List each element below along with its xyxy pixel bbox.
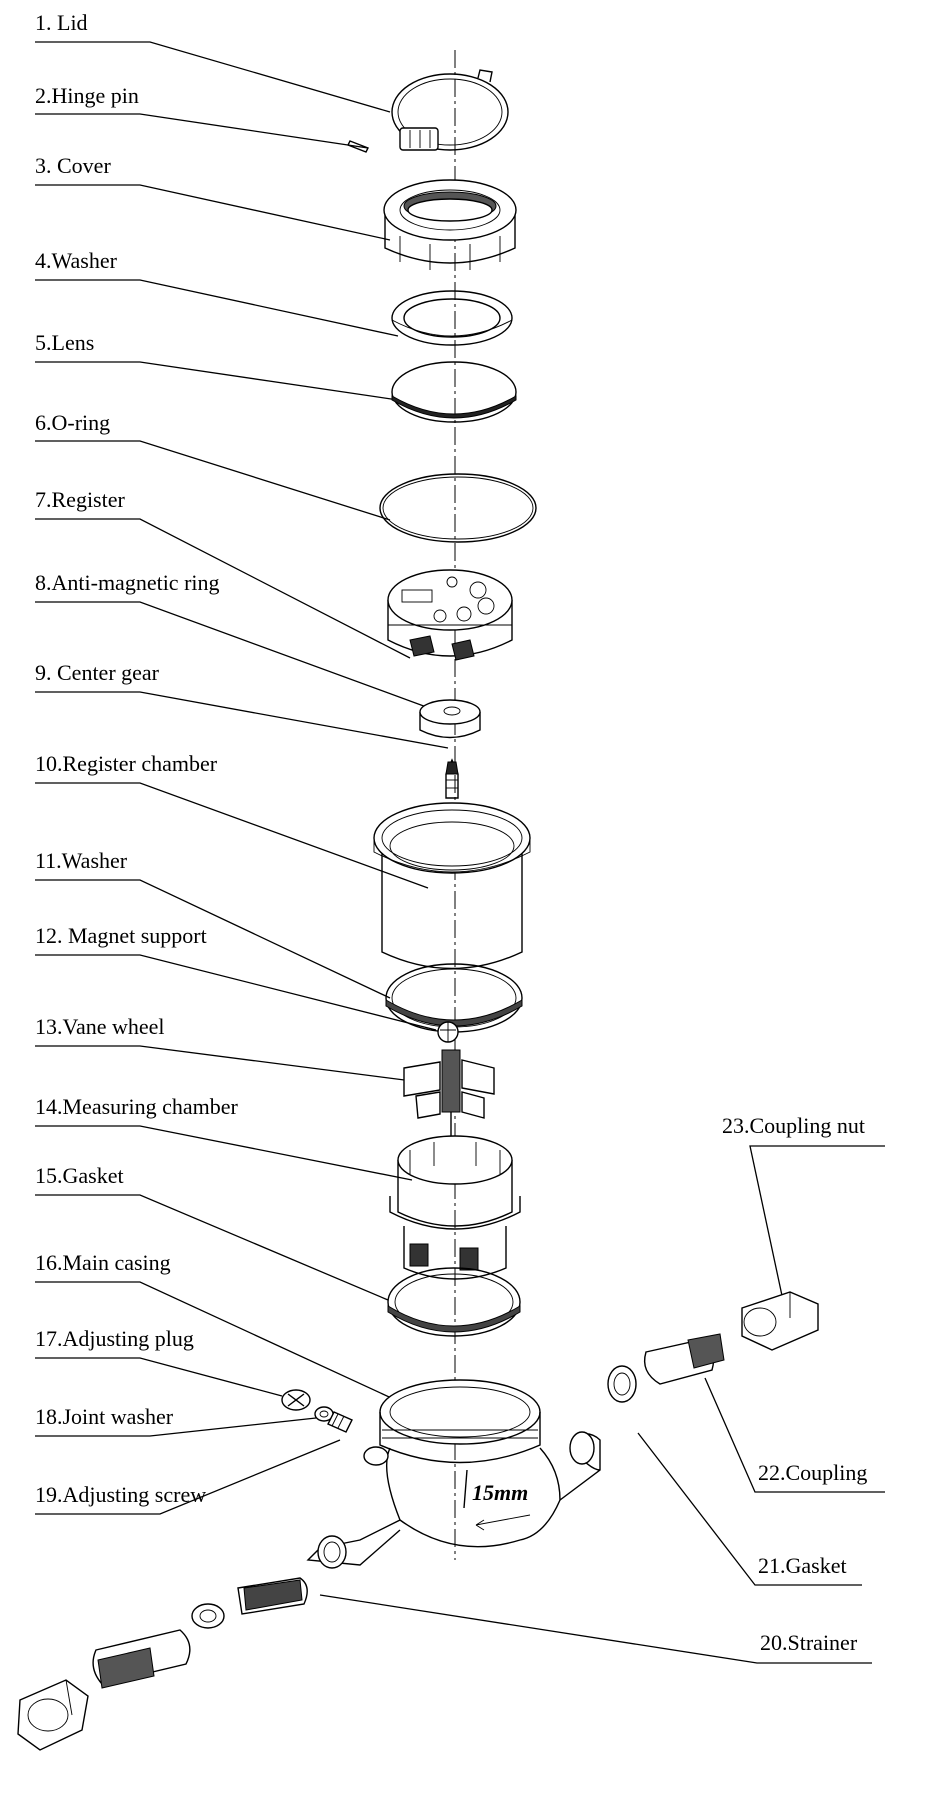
label-group-22: 22.Coupling bbox=[704, 1377, 885, 1493]
label-group-7: 7.Register bbox=[35, 487, 411, 659]
lens-part bbox=[391, 361, 517, 423]
washer-top-part bbox=[391, 290, 513, 346]
label-group-8: 8.Anti-magnetic ring bbox=[35, 570, 441, 713]
label-17: 17.Adjusting plug bbox=[35, 1326, 194, 1351]
lid-part bbox=[391, 69, 509, 151]
coupling-part bbox=[643, 1333, 725, 1385]
vane-wheel-part bbox=[403, 1049, 495, 1140]
register-part bbox=[387, 569, 513, 661]
label-4: 4.Washer bbox=[35, 248, 118, 273]
inlet-assembly bbox=[17, 1535, 347, 1751]
label-23: 23.Coupling nut bbox=[722, 1113, 865, 1138]
label-5: 5.Lens bbox=[35, 330, 94, 355]
label-group-2: 2.Hinge pin bbox=[35, 83, 369, 149]
label-6: 6.O-ring bbox=[35, 410, 110, 435]
label-7: 7.Register bbox=[35, 487, 125, 512]
label-group-21: 21.Gasket bbox=[637, 1432, 862, 1586]
label-group-10: 10.Register chamber bbox=[35, 751, 429, 889]
coupling-nut-part bbox=[741, 1291, 819, 1351]
gasket-outlet-part bbox=[607, 1365, 637, 1403]
casing-marking: 15mm bbox=[472, 1480, 528, 1505]
label-10: 10.Register chamber bbox=[35, 751, 218, 776]
magnet-support-part bbox=[437, 1021, 459, 1043]
label-group-6: 6.O-ring bbox=[35, 410, 391, 521]
label-group-17: 17.Adjusting plug bbox=[35, 1326, 283, 1397]
o-ring-part bbox=[379, 473, 537, 543]
label-group-19: 19.Adjusting screw bbox=[35, 1439, 341, 1515]
label-group-4: 4.Washer bbox=[35, 248, 399, 337]
label-20: 20.Strainer bbox=[760, 1630, 858, 1655]
anti-magnetic-ring-part bbox=[419, 699, 481, 739]
main-casing-part: 15mm bbox=[306, 1379, 601, 1566]
label-group-18: 18.Joint washer bbox=[35, 1404, 317, 1437]
label-group-13: 13.Vane wheel bbox=[35, 1014, 421, 1083]
label-group-15: 15.Gasket bbox=[35, 1163, 389, 1301]
label-19: 19.Adjusting screw bbox=[35, 1482, 206, 1507]
adjusting-screw-part bbox=[327, 1411, 353, 1433]
label-12: 12. Magnet support bbox=[35, 923, 207, 948]
label-13: 13.Vane wheel bbox=[35, 1014, 165, 1039]
label-group-1: 1. Lid bbox=[35, 10, 391, 113]
center-gear-part bbox=[445, 758, 459, 799]
adjusting-plug-part bbox=[281, 1389, 311, 1411]
label-group-23: 23.Coupling nut bbox=[722, 1113, 885, 1306]
label-group-20: 20.Strainer bbox=[319, 1594, 872, 1664]
label-2: 2.Hinge pin bbox=[35, 83, 139, 108]
gasket-upper-part bbox=[387, 1267, 521, 1337]
label-group-12: 12. Magnet support bbox=[35, 923, 437, 1031]
label-group-5: 5.Lens bbox=[35, 330, 399, 401]
label-group-16: 16.Main casing bbox=[35, 1250, 401, 1403]
register-chamber-part bbox=[373, 802, 531, 970]
label-16: 16.Main casing bbox=[35, 1250, 171, 1275]
label-15: 15.Gasket bbox=[35, 1163, 124, 1188]
label-11: 11.Washer bbox=[35, 848, 128, 873]
label-21: 21.Gasket bbox=[758, 1553, 847, 1578]
label-8: 8.Anti-magnetic ring bbox=[35, 570, 220, 595]
label-3: 3. Cover bbox=[35, 153, 111, 178]
label-1: 1. Lid bbox=[35, 10, 88, 35]
cover-part bbox=[383, 179, 517, 270]
label-18: 18.Joint washer bbox=[35, 1404, 174, 1429]
label-group-11: 11.Washer bbox=[35, 848, 391, 999]
label-group-14: 14.Measuring chamber bbox=[35, 1094, 413, 1181]
label-group-3: 3. Cover bbox=[35, 153, 391, 241]
hinge-pin-part bbox=[347, 140, 369, 153]
label-22: 22.Coupling bbox=[758, 1460, 867, 1485]
label-group-9: 9. Center gear bbox=[35, 660, 449, 749]
washer-lower-part bbox=[385, 963, 523, 1033]
label-14: 14.Measuring chamber bbox=[35, 1094, 238, 1119]
measuring-chamber-part bbox=[389, 1135, 521, 1280]
label-9: 9. Center gear bbox=[35, 660, 160, 685]
